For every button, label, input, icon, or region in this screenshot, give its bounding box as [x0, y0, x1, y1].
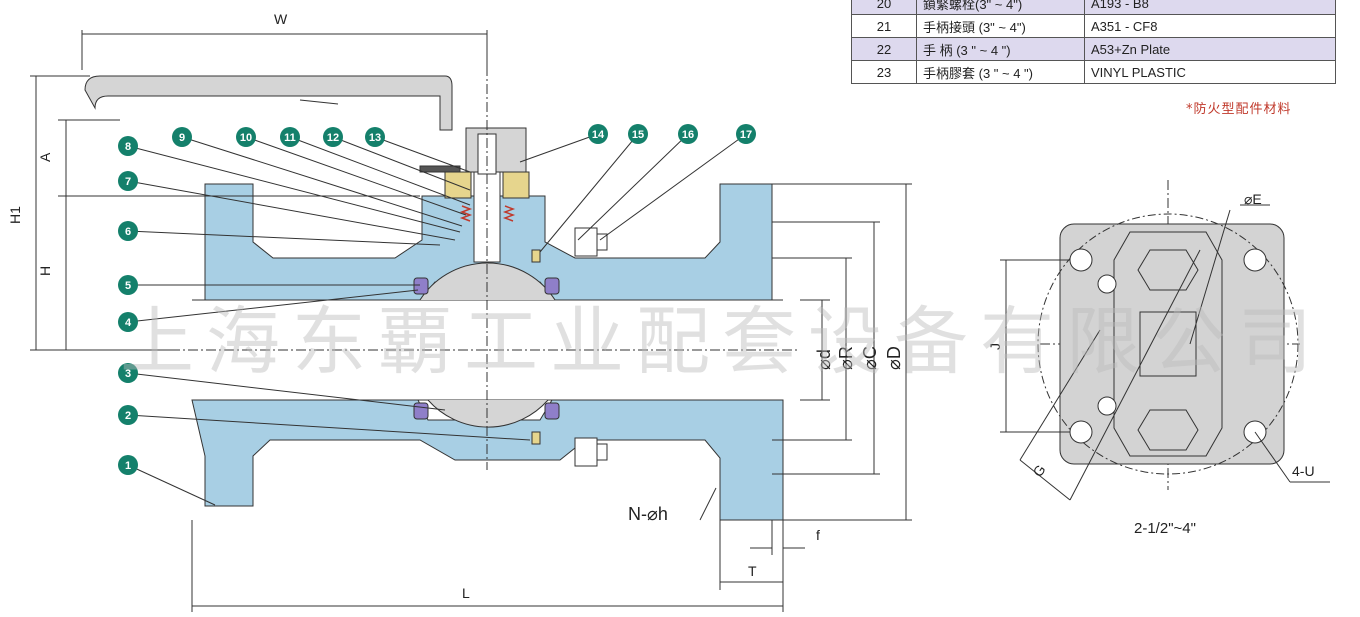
watermark: 上海东覇工业配套设备有限公司: [120, 299, 1324, 385]
callout-10-label: 10: [240, 132, 252, 144]
callout-8-label: 8: [125, 141, 131, 153]
dimension-lines: [30, 30, 912, 612]
callout-14-marker: [588, 124, 608, 144]
body-bolts: [574, 227, 608, 467]
parts-table-cell-part: 手柄膠套 (3 " ~ 4 "): [916, 60, 1085, 84]
callout-3-marker: [118, 363, 138, 383]
callout-17-label: 17: [740, 129, 752, 141]
dim-d: ⌀d: [814, 349, 834, 370]
callout-1-marker: [118, 455, 138, 475]
callout-4-label: 4: [125, 317, 132, 329]
gland: [444, 171, 530, 199]
dim-f: f: [816, 527, 820, 543]
callout-9-label: 9: [179, 132, 185, 144]
callout-17-marker: [736, 124, 756, 144]
callout-1-label: 1: [125, 460, 131, 472]
dim-J: J: [987, 343, 1003, 350]
callout-6-marker: [118, 221, 138, 241]
fireproof-note: *防火型配件材料: [1186, 102, 1292, 117]
parts-table-cell-material: A53+Zn Plate: [1084, 37, 1336, 61]
parts-table-cell-no: 21: [851, 14, 917, 38]
dim-H1: H1: [7, 206, 23, 224]
parts-table-cell-part: 鎖緊螺栓(3" ~ 4"): [916, 0, 1085, 15]
dim-L: L: [462, 585, 470, 601]
callout-7-label: 7: [125, 176, 131, 188]
callout-2-label: 2: [125, 410, 131, 422]
parts-table-cell-no: 23: [851, 60, 917, 84]
dim-D: ⌀D: [884, 346, 904, 370]
dim-E: ⌀E: [1244, 191, 1262, 207]
callout-12-marker: [323, 127, 343, 147]
callout-8-marker: [118, 136, 138, 156]
dim-W: W: [274, 11, 288, 27]
callout-12-label: 12: [327, 132, 339, 144]
callout-11-label: 11: [284, 132, 296, 144]
callout-13-marker: [365, 127, 385, 147]
dim-Nh: N-⌀h: [628, 504, 668, 524]
callout-13-label: 13: [369, 132, 381, 144]
parts-table-cell-material: A351 - CF8: [1084, 14, 1336, 38]
parts-table-cell-part: 手 柄 (3 " ~ 4 "): [916, 37, 1085, 61]
callout-6-label: 6: [125, 226, 131, 238]
callout-5-label: 5: [125, 280, 131, 292]
dimension-labels: W A H1 H L T f N-⌀h ⌀d ⌀R ⌀C ⌀D ⌀E J G 4…: [7, 11, 1315, 601]
callout-15-marker: [628, 124, 648, 144]
seats: [413, 277, 560, 420]
callout-4-marker: [118, 312, 138, 332]
callout-3-label: 3: [125, 368, 131, 380]
parts-table-cell-material: VINYL PLASTIC: [1084, 60, 1336, 84]
callout-15-label: 15: [632, 129, 644, 141]
callout-leaders: [127, 99, 747, 506]
flange-size-label: 2-1/2"~4": [1134, 520, 1196, 537]
packing: [459, 205, 516, 222]
dim-U: 4-U: [1292, 463, 1315, 479]
parts-table-cell-part: 手柄接頭 (3" ~ 4"): [916, 14, 1085, 38]
dim-C: ⌀C: [860, 346, 880, 370]
handle: [84, 75, 453, 131]
dim-G: G: [1029, 462, 1048, 480]
parts-table-cell-material: A193 - B8: [1084, 0, 1336, 15]
callout-9-marker: [172, 127, 192, 147]
callout-16-marker: [678, 124, 698, 144]
callout-5-marker: [118, 275, 138, 295]
parts-table-cell-no: 20: [851, 0, 917, 15]
flange-view: [1000, 204, 1330, 501]
callout-10-marker: [236, 127, 256, 147]
dim-A: A: [37, 152, 53, 162]
callout-2-marker: [118, 405, 138, 425]
callout-16-label: 16: [682, 129, 694, 141]
dim-T: T: [748, 563, 757, 579]
parts-table-cell-no: 22: [851, 37, 917, 61]
dim-H: H: [37, 266, 53, 276]
callout-7-marker: [118, 171, 138, 191]
callout-11-marker: [280, 127, 300, 147]
callout-14-label: 14: [592, 129, 605, 141]
dim-R: ⌀R: [836, 346, 856, 370]
